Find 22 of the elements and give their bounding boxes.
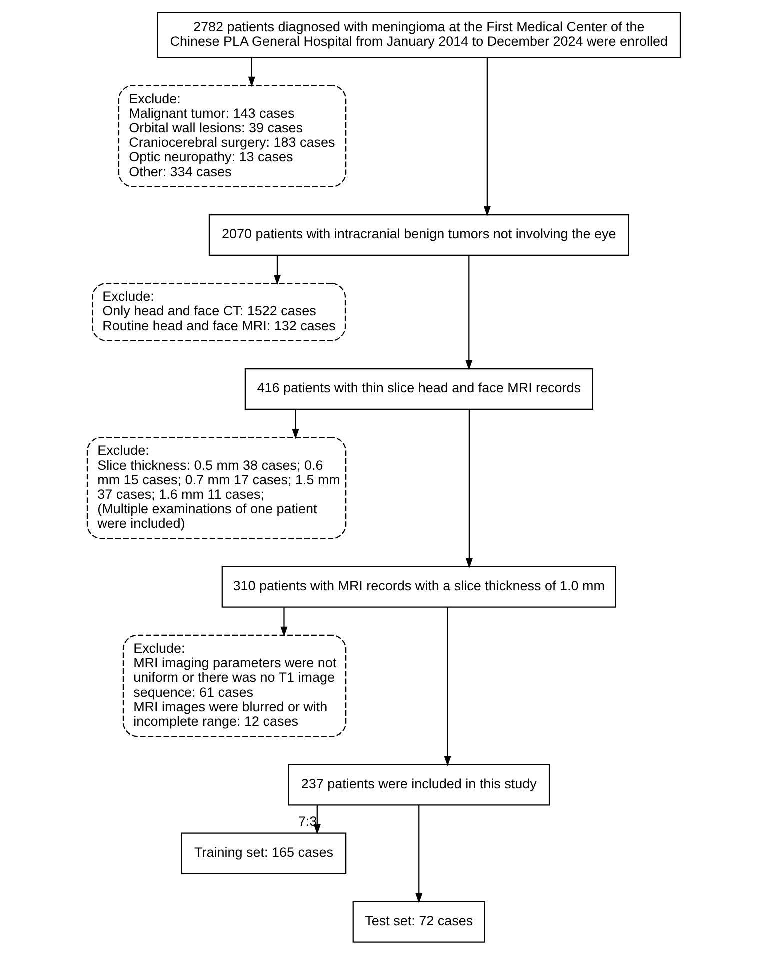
node-box: 2070 patients with intracranial benign tumors not involving the eye — [208, 214, 629, 256]
node-box: 310 patients with MRI records with a slice thickness of 1.0 mm — [221, 566, 616, 608]
arrow — [280, 608, 288, 638]
arrow — [483, 58, 490, 217]
node-box: 416 patients with thin slice head and face MRI records — [244, 368, 593, 410]
arrow — [313, 806, 320, 835]
arrow — [465, 410, 472, 568]
arrow — [292, 410, 299, 440]
arrow — [444, 608, 451, 766]
node-box: Exclude: Slice thickness: 0.5 mm 38 cases; 0.6 mm 15 cases; 0.7 mm 17 cases; 1.5 mm 37 cases; 1.6 mm 11 cases; (Multiple examinations of one patient were included) — [86, 437, 346, 540]
edge-label: 7:3 — [298, 814, 317, 830]
node-box: Test set: 72 cases — [352, 901, 485, 943]
node-box: 237 patients were included in this study — [288, 764, 550, 806]
node-box: Exclude: Malignant tumor: 143 cases Orbital wall lesions: 39 cases Craniocerebral surgery: 183 cases Optic neuropathy: 13 cases Other: 334 cases — [118, 85, 346, 188]
node-box: Exclude: Only head and face CT: 1522 cases Routine head and face MRI: 132 cases — [92, 283, 346, 342]
node-box: 2782 patients diagnosed with meningioma at the First Medical Center of the Chinese PLA General Hospital from January 2014 to December 2024 were enrolled — [156, 12, 681, 58]
arrow — [415, 805, 422, 904]
arrow — [465, 256, 472, 370]
node-box: Exclude: MRI imaging parameters were not uniform or there was no T1 image sequence: 61 cases MRI images were blurred or with incomplete range: 12 cases — [122, 634, 346, 738]
arrow — [248, 58, 255, 88]
arrow — [273, 256, 281, 286]
node-box: Training set: 165 cases — [180, 832, 346, 874]
